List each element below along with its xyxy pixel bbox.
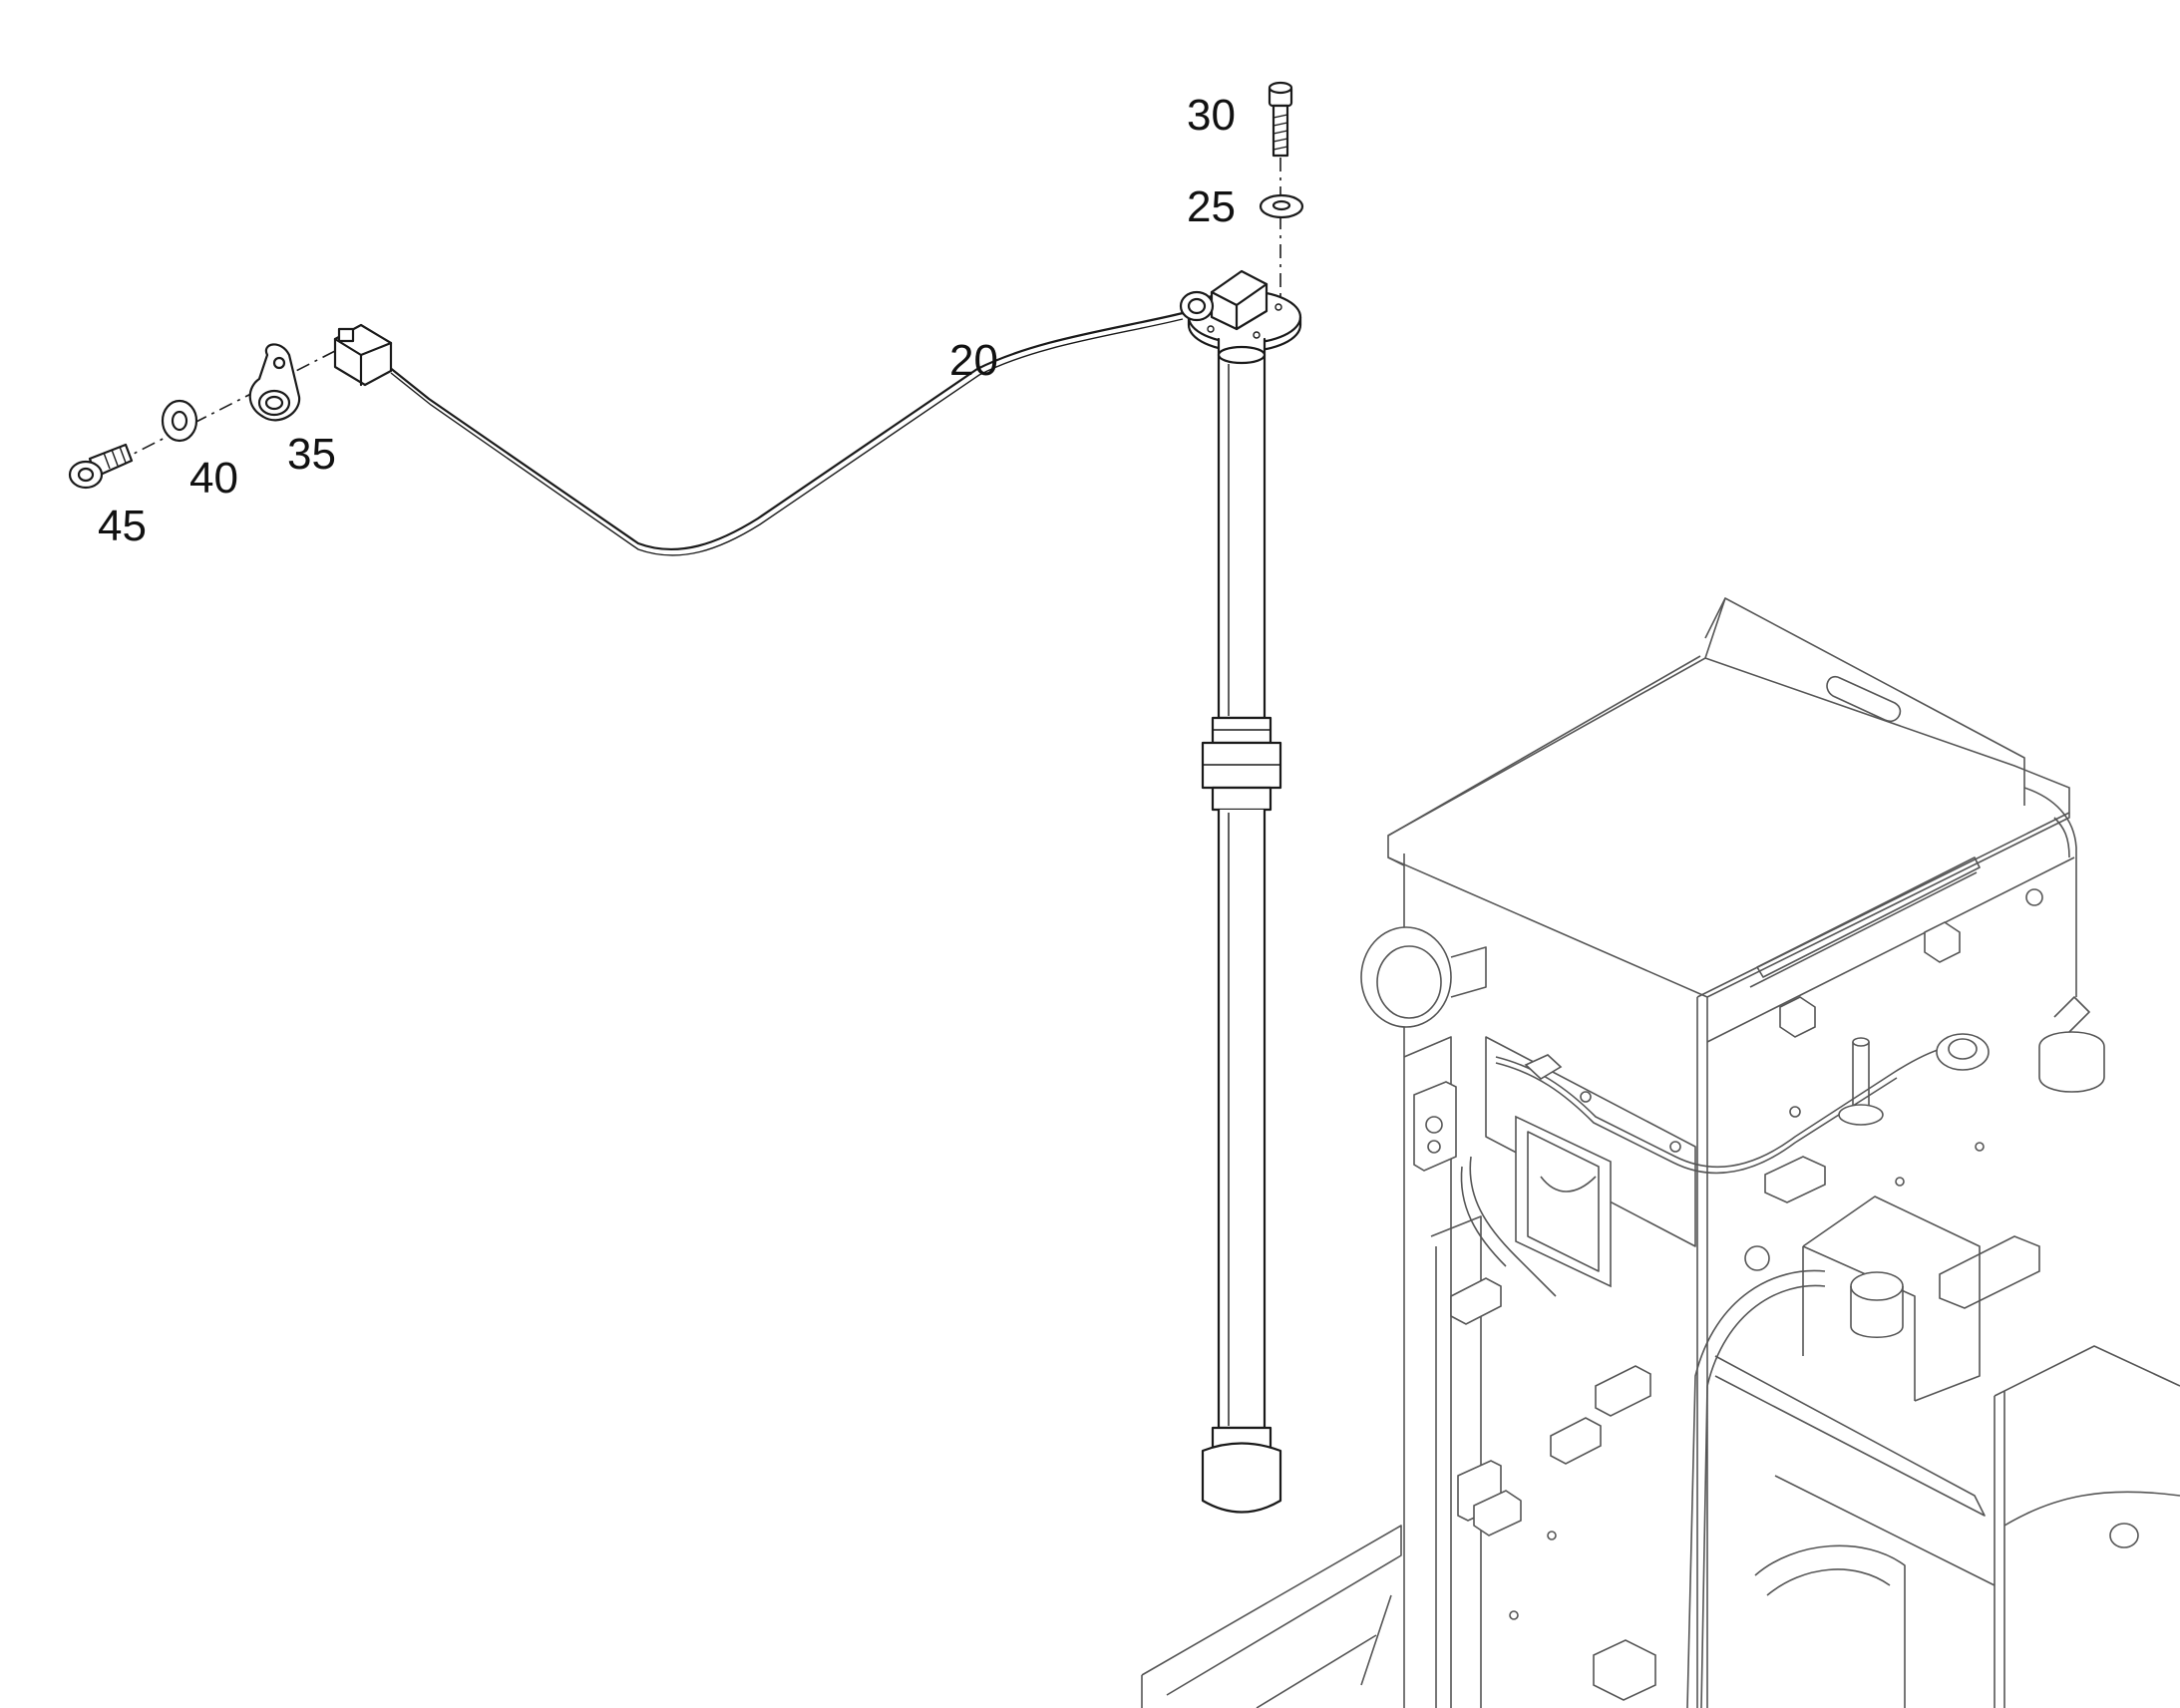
cable-clip xyxy=(248,343,301,422)
fuel-level-sensor xyxy=(1179,269,1302,1514)
clip-washer xyxy=(161,399,198,443)
callout-30: 30 xyxy=(1187,91,1236,140)
clip-screw xyxy=(68,443,134,490)
callout-20: 20 xyxy=(949,336,998,385)
flat-washer xyxy=(1259,193,1304,219)
callout-40: 40 xyxy=(189,454,238,503)
callout-25: 25 xyxy=(1187,182,1236,231)
sensor-cable-harness xyxy=(333,311,1185,556)
callout-35: 35 xyxy=(287,430,336,479)
mounting-screw xyxy=(1268,81,1293,158)
tank-assembly xyxy=(1141,597,2180,1708)
callout-45: 45 xyxy=(98,502,147,550)
